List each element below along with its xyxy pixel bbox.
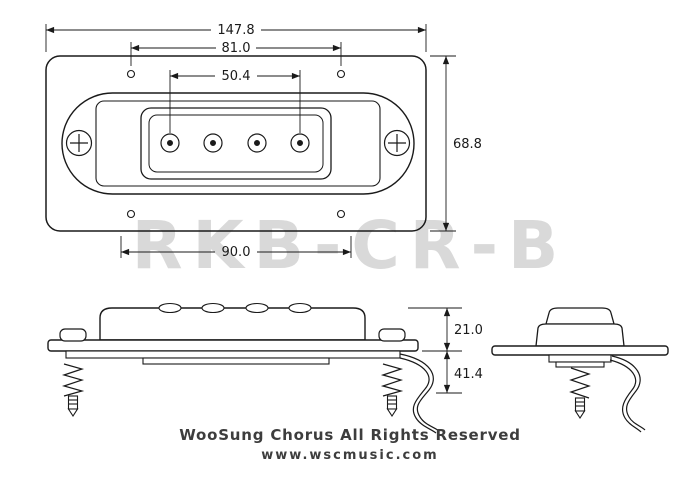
side-screw-left (67, 395, 79, 418)
mount-hole (126, 69, 136, 79)
top-view (45, 55, 427, 232)
pole-pieces (160, 133, 310, 153)
pickup-face-inner (148, 114, 324, 173)
side-screw-head-right (378, 328, 406, 342)
mount-hole (336, 69, 346, 79)
end-screw (574, 397, 586, 420)
side-screw-head-left (59, 328, 87, 342)
end-spring (569, 367, 591, 399)
dim-total-height-label: 41.4 (454, 367, 483, 382)
side-screw-right (386, 395, 398, 418)
pickup-face (140, 107, 332, 180)
side-view (47, 302, 440, 434)
end-flange (491, 345, 669, 356)
side-baseplate (65, 350, 401, 359)
watermark-text: RKB-CR-B (132, 207, 569, 284)
side-spring-left (61, 363, 85, 397)
side-cover (99, 307, 366, 341)
end-view (491, 307, 669, 433)
lead-wire (399, 353, 440, 434)
side-spring-right (380, 363, 404, 397)
end-lead-wire (609, 355, 646, 433)
dim-pole-spacing-label: 50.4 (222, 69, 251, 84)
dim-base-spacing: 90.0 (120, 236, 352, 260)
left-screw (65, 129, 93, 157)
footer-copyright: WooSung Chorus All Rights Reserved (179, 426, 521, 444)
end-cover-cap (545, 307, 615, 325)
footer: WooSung Chorus All Rights Reserved www.w… (179, 426, 521, 463)
dim-total-height: 41.4 (436, 351, 483, 394)
pickup-frame (95, 100, 381, 187)
mounting-plate-outline (45, 55, 427, 232)
end-bobbin-base (555, 361, 605, 368)
dim-pole-spacing: 50.4 (169, 69, 301, 133)
mount-hole (336, 209, 346, 219)
side-pole-bumps (158, 302, 312, 314)
dim-hole-spacing: 81.0 (130, 41, 342, 66)
dim-overall-height: 68.8 (430, 55, 482, 232)
dim-base-spacing-label: 90.0 (222, 245, 251, 260)
end-baseplate (548, 354, 612, 363)
side-flange (47, 339, 419, 352)
dim-overall-width: 147.8 (45, 23, 427, 52)
right-screw (383, 129, 411, 157)
pickup-surround (61, 92, 415, 195)
end-cover-body (535, 323, 625, 347)
mount-hole (126, 209, 136, 219)
dim-cover-height-label: 21.0 (454, 323, 483, 338)
dim-overall-width-label: 147.8 (217, 23, 254, 38)
side-bobbin-base (142, 357, 330, 365)
dim-cover-height: 21.0 (408, 307, 483, 352)
dim-hole-spacing-label: 81.0 (222, 41, 251, 56)
footer-website: www.wscmusic.com (261, 448, 438, 463)
dimensions: 147.8 81.0 50.4 68.8 (45, 23, 483, 394)
dim-overall-height-label: 68.8 (453, 137, 482, 152)
